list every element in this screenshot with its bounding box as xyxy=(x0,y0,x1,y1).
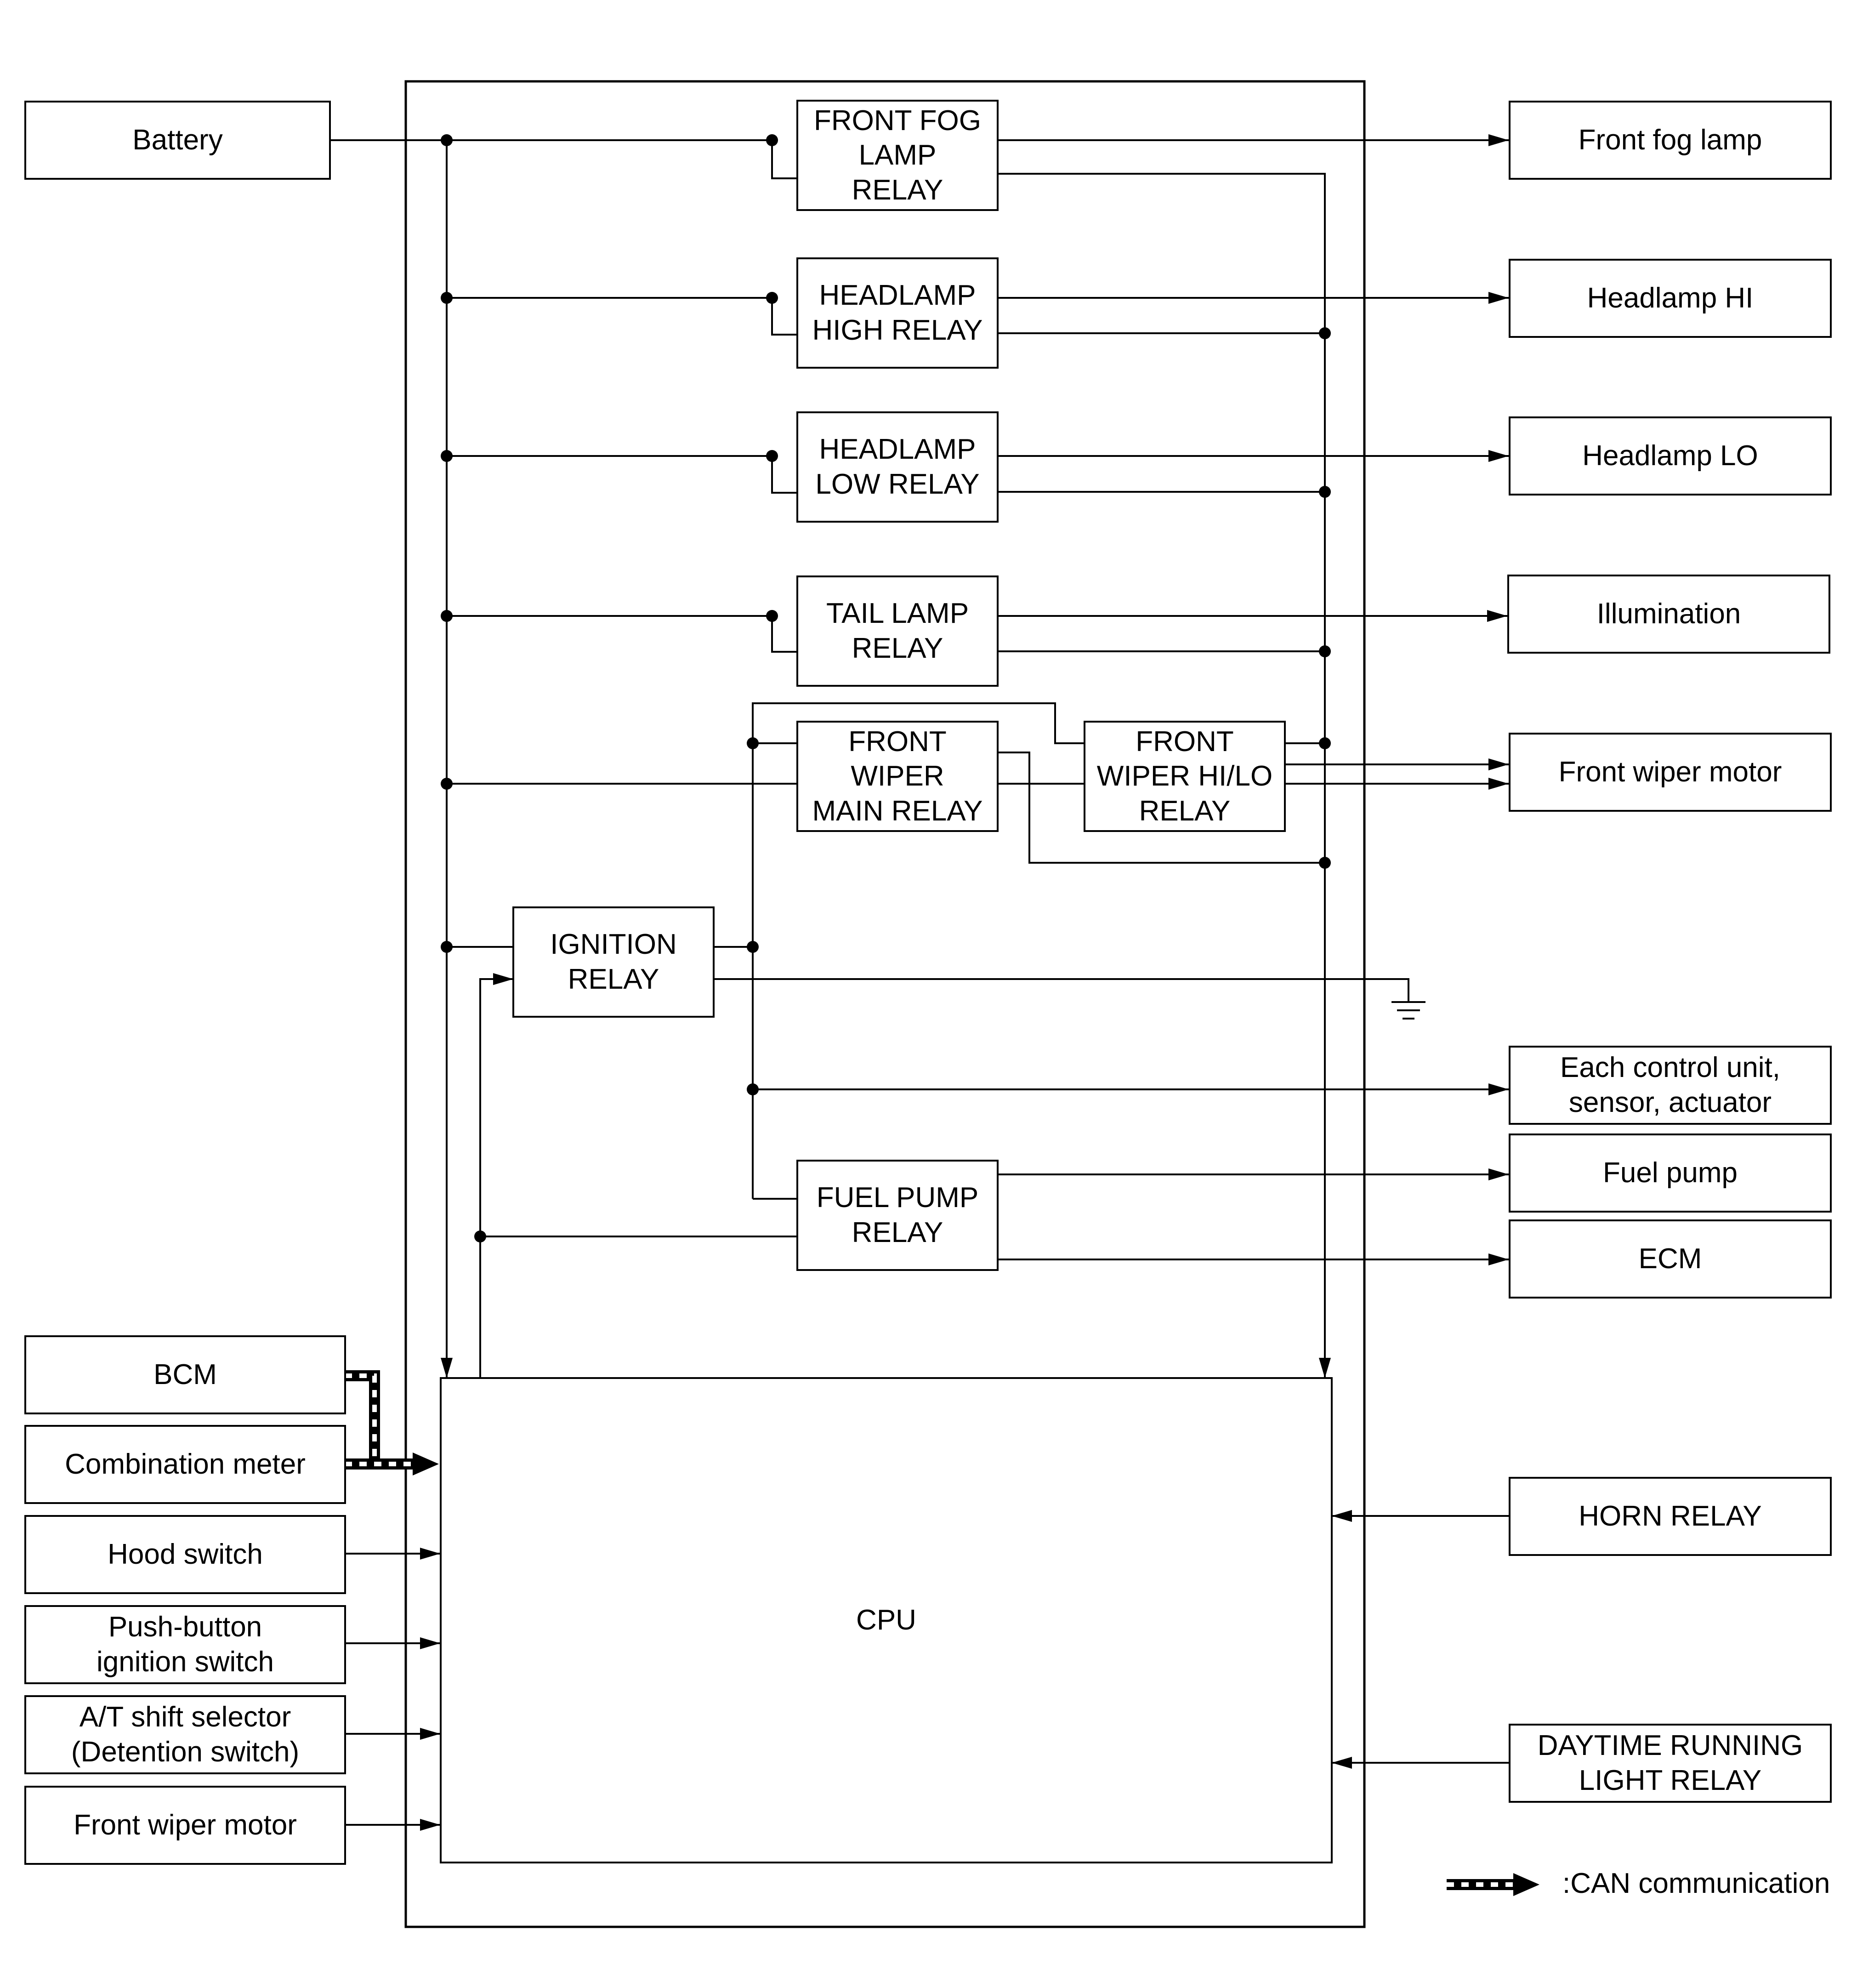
battery-label: Battery xyxy=(132,124,223,156)
hood-switch-label: Hood switch xyxy=(108,1538,263,1571)
headlamp-high-relay: HEADLAMP HIGH RELAY xyxy=(796,257,999,369)
front-wiper-motor-label: Front wiper motor xyxy=(1558,756,1782,788)
ign-bus-to-hilo xyxy=(752,702,1085,947)
tail-coil-loop xyxy=(771,616,797,653)
fuel-pump-label: Fuel pump xyxy=(1603,1157,1738,1189)
fog-coil-loop xyxy=(771,140,797,179)
fog-return xyxy=(997,173,1331,1378)
can-legend-symbol xyxy=(1447,1873,1539,1896)
can-bus xyxy=(345,1370,439,1475)
headlamp-hi-box: Headlamp HI xyxy=(1509,259,1832,338)
front-wiper-motor-input-box: Front wiper motor xyxy=(24,1786,346,1865)
front-wiper-main-relay-label: FRONT WIPER MAIN RELAY xyxy=(812,725,983,827)
cpu-to-ign-coil xyxy=(479,973,513,1378)
push-button-label: Push-button ignition switch xyxy=(97,1611,274,1678)
front-wiper-motor-input-label: Front wiper motor xyxy=(74,1809,297,1841)
combination-meter-label: Combination meter xyxy=(65,1448,306,1481)
low-coil-loop xyxy=(771,456,797,494)
drl-relay-box: DAYTIME RUNNING LIGHT RELAY xyxy=(1509,1724,1832,1803)
ecm-label: ECM xyxy=(1638,1243,1702,1275)
at-shift-box: A/T shift selector (Detention switch) xyxy=(24,1695,346,1774)
ignition-relay-label: IGNITION RELAY xyxy=(550,928,677,995)
junction-dots xyxy=(441,134,1331,1242)
front-fog-lamp-box: Front fog lamp xyxy=(1509,101,1832,180)
illumination-box: Illumination xyxy=(1507,575,1830,654)
drl-relay-label: DAYTIME RUNNING LIGHT RELAY xyxy=(1537,1730,1803,1796)
headlamp-high-relay-label: HEADLAMP HIGH RELAY xyxy=(812,279,983,346)
at-shift-label: A/T shift selector (Detention switch) xyxy=(71,1701,300,1768)
front-wiper-hilo-relay-label: FRONT WIPER HI/LO RELAY xyxy=(1096,725,1273,827)
fuel-pump-box: Fuel pump xyxy=(1509,1134,1832,1213)
headlamp-lo-box: Headlamp LO xyxy=(1509,416,1832,496)
cpu-block: CPU xyxy=(440,1377,1333,1863)
each-control-unit-label: Each control unit, sensor, actuator xyxy=(1560,1052,1781,1118)
fuel-pump-relay: FUEL PUMP RELAY xyxy=(796,1160,999,1271)
push-button-box: Push-button ignition switch xyxy=(24,1605,346,1684)
hood-switch-box: Hood switch xyxy=(24,1515,346,1594)
combination-meter-box: Combination meter xyxy=(24,1425,346,1504)
front-fog-relay: FRONT FOG LAMP RELAY xyxy=(796,100,999,211)
each-control-unit-box: Each control unit, sensor, actuator xyxy=(1509,1046,1832,1125)
ipdm-housing xyxy=(404,80,1366,1928)
wiper-main-to-return xyxy=(997,752,1325,864)
front-wiper-main-relay: FRONT WIPER MAIN RELAY xyxy=(796,721,999,832)
headlamp-hi-label: Headlamp HI xyxy=(1587,282,1754,314)
illumination-label: Illumination xyxy=(1596,598,1741,630)
bcm-box: BCM xyxy=(24,1335,346,1414)
can-legend-label: :CAN communication xyxy=(1562,1868,1830,1899)
front-wiper-motor-box: Front wiper motor xyxy=(1509,733,1832,812)
tail-lamp-relay-label: TAIL LAMP RELAY xyxy=(826,598,969,664)
horn-relay-label: HORN RELAY xyxy=(1579,1500,1762,1532)
ecm-box: ECM xyxy=(1509,1219,1832,1299)
headlamp-low-relay: HEADLAMP LOW RELAY xyxy=(796,411,999,523)
ign-ground xyxy=(713,978,1409,1002)
front-fog-lamp-label: Front fog lamp xyxy=(1578,124,1762,156)
fuel-pump-relay-label: FUEL PUMP RELAY xyxy=(816,1182,979,1248)
horn-relay-box: HORN RELAY xyxy=(1509,1477,1832,1556)
tail-lamp-relay: TAIL LAMP RELAY xyxy=(796,575,999,687)
front-fog-relay-label: FRONT FOG LAMP RELAY xyxy=(814,104,981,206)
high-coil-loop xyxy=(771,298,797,336)
headlamp-lo-label: Headlamp LO xyxy=(1582,440,1758,472)
front-wiper-hilo-relay: FRONT WIPER HI/LO RELAY xyxy=(1084,721,1286,832)
bcm-label: BCM xyxy=(153,1359,217,1391)
headlamp-low-relay-label: HEADLAMP LOW RELAY xyxy=(815,433,980,500)
cpu-label: CPU xyxy=(856,1604,916,1636)
ignition-relay: IGNITION RELAY xyxy=(512,906,715,1018)
battery-box: Battery xyxy=(24,101,331,180)
